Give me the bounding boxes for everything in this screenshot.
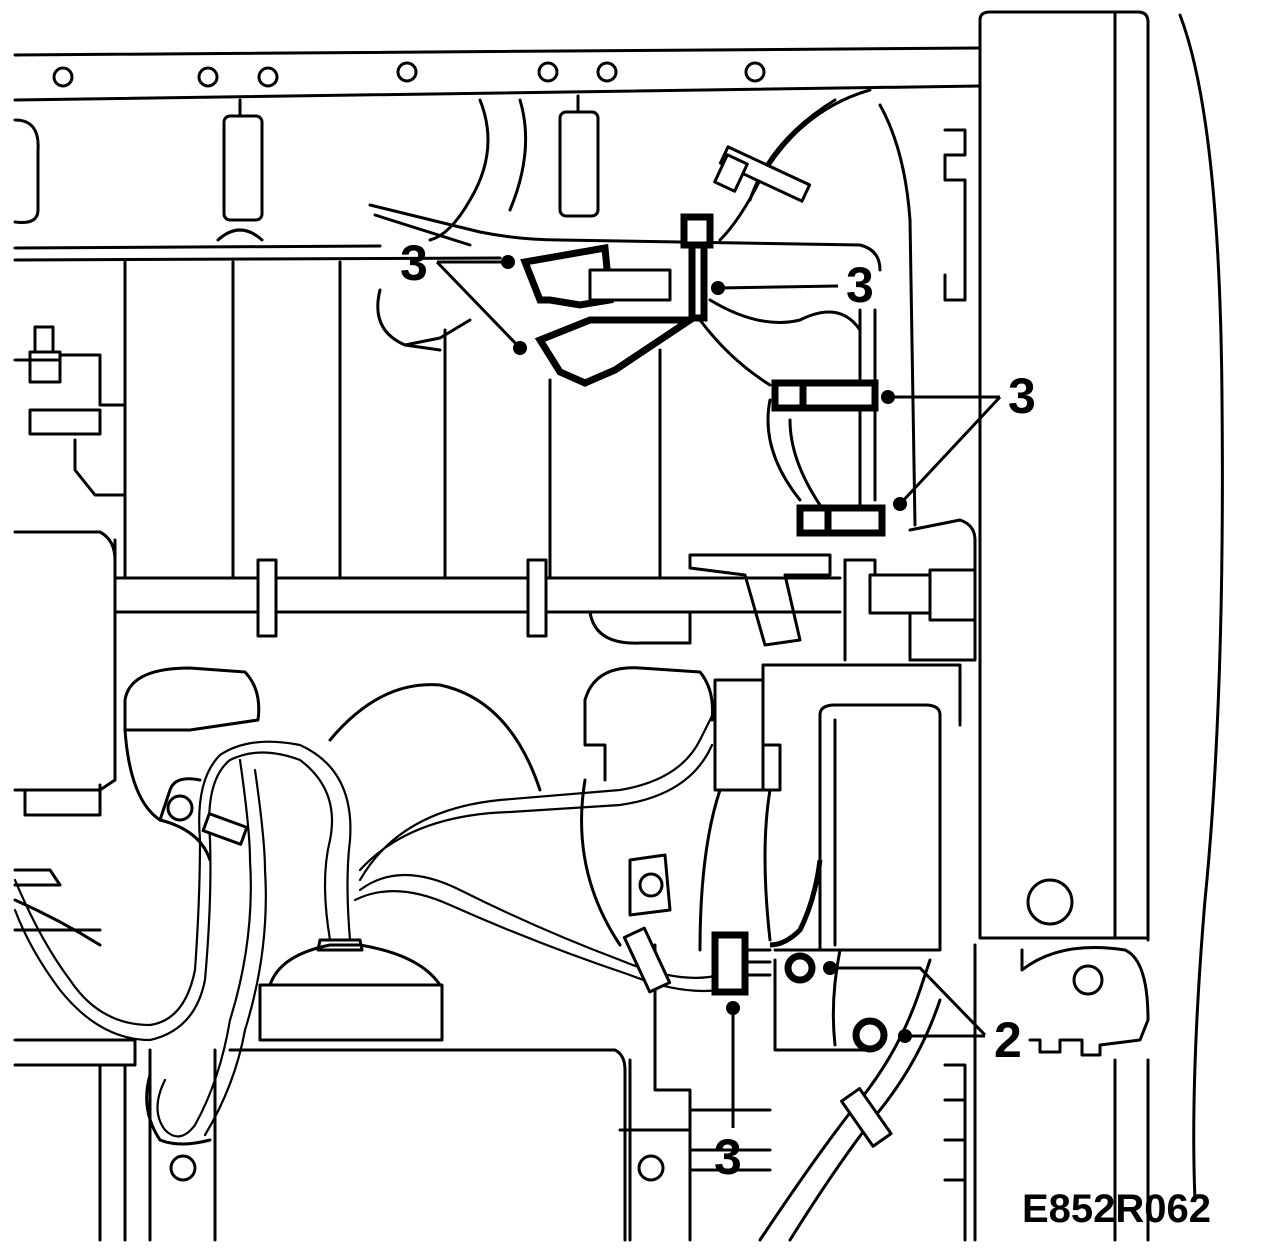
callout-leaders bbox=[435, 255, 1002, 1128]
upper-harness bbox=[368, 88, 917, 527]
top-mounting-rail bbox=[13, 46, 982, 102]
highlighted-connectors bbox=[520, 213, 886, 996]
canister-solenoid bbox=[769, 703, 942, 1052]
figure-id: E852R062 bbox=[1022, 1187, 1211, 1231]
mid-right-bracket bbox=[622, 518, 977, 1242]
wiring-harness-left bbox=[13, 698, 722, 1138]
intake-runners bbox=[13, 94, 600, 262]
callout-label-3-upper-left: 3 bbox=[400, 235, 428, 291]
manifold-body bbox=[113, 260, 842, 645]
left-bracket-assembly bbox=[13, 325, 137, 1242]
callout-label-2: 2 bbox=[994, 1012, 1022, 1068]
callout-label-3-upper-right: 3 bbox=[846, 257, 874, 313]
callout-label-3-bottom: 3 bbox=[714, 1129, 742, 1185]
lower-left-components bbox=[123, 666, 627, 1242]
central-component bbox=[580, 663, 962, 1242]
right-frame bbox=[943, 10, 1224, 1242]
callout-label-3-right: 3 bbox=[1008, 368, 1036, 424]
